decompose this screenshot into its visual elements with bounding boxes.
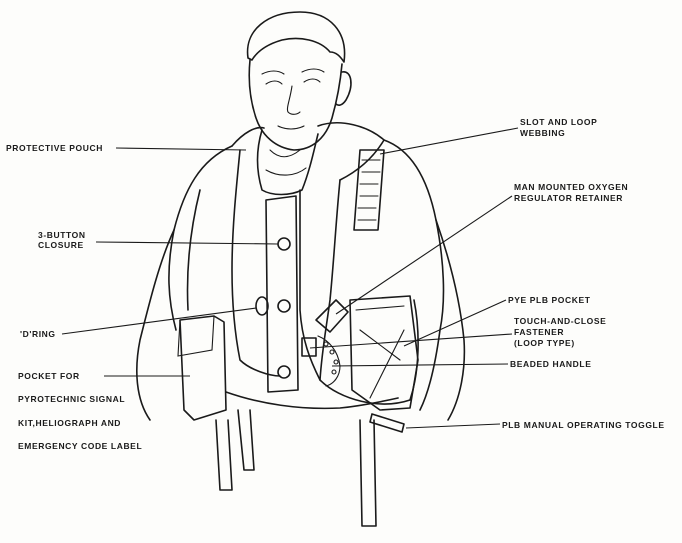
label-touch-close-line1: TOUCH-AND-CLOSE [514, 316, 607, 326]
button-2 [277, 299, 291, 313]
leader-protective-pouch [115, 147, 247, 151]
nose [286, 85, 301, 115]
eye-left [265, 80, 283, 85]
leader-pye-plb [403, 299, 507, 347]
vest-strip [265, 195, 299, 393]
scarf [256, 129, 319, 196]
hair [246, 11, 346, 63]
label-button-closure-line1: 3-BUTTON [38, 230, 86, 240]
label-plb-toggle: PLB MANUAL OPERATING TOGGLE [502, 420, 665, 430]
label-beaded-handle: BEADED HANDLE [510, 359, 592, 369]
eyebrow-left [261, 70, 285, 75]
d-ring [255, 296, 269, 316]
eyebrow-right [301, 68, 325, 73]
label-pocket-line1: POCKET FOR [18, 371, 80, 381]
label-button-closure-line2: CLOSURE [38, 240, 84, 250]
arm-left [136, 189, 201, 421]
leader-regulator [335, 195, 513, 315]
label-pye-plb-pocket: PYE PLB POCKET [508, 295, 591, 305]
button-1 [277, 237, 291, 251]
vest-left-panel [231, 149, 281, 377]
eye-right [303, 78, 321, 83]
signal-pocket [179, 315, 227, 421]
regulator [315, 299, 349, 333]
label-regulator-line1: MAN MOUNTED OXYGEN [514, 182, 629, 192]
webbing [353, 149, 385, 231]
label-pocket-line4: EMERGENCY CODE LABEL [18, 441, 143, 451]
label-d-ring: 'D'RING [20, 329, 56, 339]
ear [335, 71, 352, 106]
label-pocket-line3: KIT,HELIOGRAPH AND [18, 418, 122, 428]
button-3 [277, 365, 291, 379]
strap-left [215, 409, 255, 491]
fastener [301, 337, 317, 357]
vest-right-panel [299, 189, 321, 381]
plb-pocket [349, 295, 419, 411]
leader-d-ring [61, 307, 257, 335]
strap-right [359, 419, 377, 527]
label-touch-close-line2: FASTENER [514, 327, 565, 337]
leader-button-closure [95, 241, 279, 245]
label-touch-close-line3: (LOOP TYPE) [514, 338, 575, 348]
mouth [277, 125, 305, 130]
plb-toggle [369, 413, 405, 433]
leader-slot-loop [379, 127, 519, 155]
label-regulator-line2: REGULATOR RETAINER [514, 193, 624, 203]
leader-plb-toggle [405, 423, 501, 429]
label-slot-loop-line1: SLOT AND LOOP [520, 117, 598, 127]
leader-touch-close [309, 333, 513, 349]
leader-beaded-handle [331, 363, 509, 367]
face [248, 59, 343, 151]
label-slot-loop-line2: WEBBING [520, 128, 566, 138]
label-protective-pouch: PROTECTIVE POUCH [6, 143, 103, 153]
label-pocket-line2: PYROTECHNIC SIGNAL [18, 394, 126, 404]
arm-right [435, 219, 466, 421]
vest-bottom [225, 391, 399, 410]
